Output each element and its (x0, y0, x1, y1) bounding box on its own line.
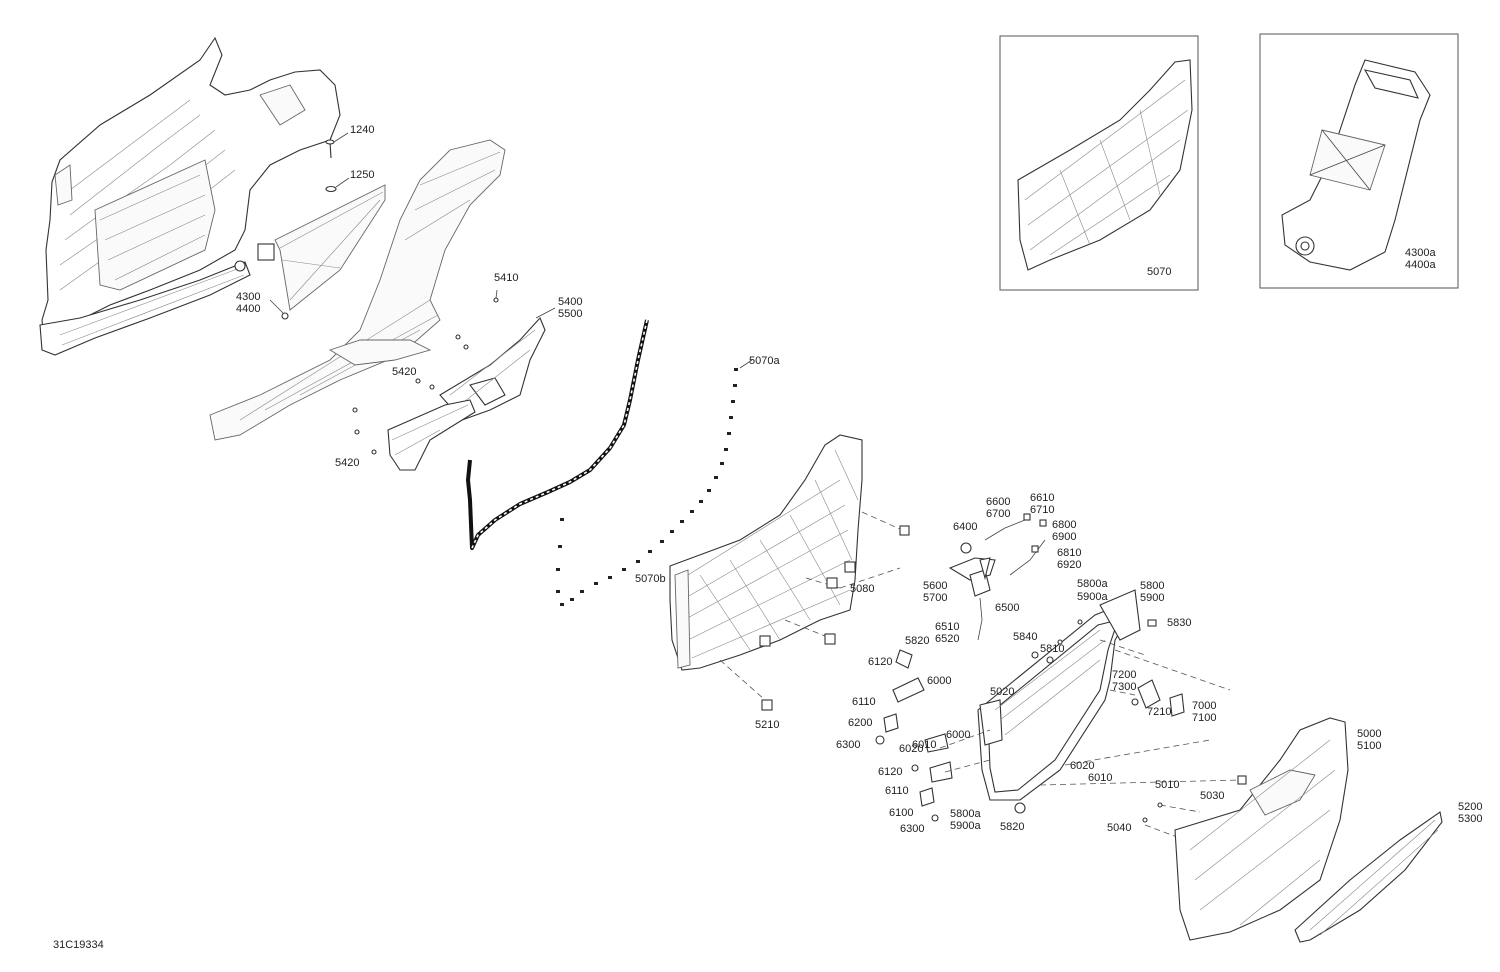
latch-striker-7000 (1031, 619, 1185, 717)
label-5840: 5840 (1013, 631, 1037, 643)
inset-door-panel (999, 35, 1199, 291)
label-5900: 5900 (1140, 592, 1164, 604)
hinge-hardware (875, 649, 1026, 822)
label-5800a-upper: 5800a (1077, 578, 1108, 590)
label-7200: 7200 (1112, 669, 1136, 681)
door-seal (466, 319, 649, 550)
label-6110-upper: 6110 (852, 696, 876, 708)
label-5810: 5810 (1040, 643, 1064, 655)
label-6010-upper: 6010 (912, 739, 936, 751)
label-5420-upper: 5420 (392, 366, 416, 378)
label-5820-lower: 5820 (1000, 821, 1024, 833)
label-5020: 5020 (990, 686, 1014, 698)
label-6800: 6800 (1052, 519, 1076, 531)
label-6020-lower: 6020 (1070, 760, 1094, 772)
label-6500: 6500 (995, 602, 1019, 614)
label-6200: 6200 (848, 717, 872, 729)
label-6510: 6510 (935, 621, 959, 633)
outer-trim-panel (1294, 811, 1443, 943)
assembly-lines-middle (719, 511, 903, 701)
fasteners-middle (759, 525, 910, 711)
label-6600: 6600 (986, 496, 1010, 508)
label-6300-upper: 6300 (836, 739, 860, 751)
label-5600: 5600 (923, 580, 947, 592)
label-5070: 5070 (1147, 266, 1171, 278)
outer-door-panel (1142, 717, 1349, 941)
inset-strap (1259, 33, 1459, 289)
washer-1250 (325, 177, 350, 193)
label-5900a-lower: 5900a (950, 820, 981, 832)
label-1250: 1250 (350, 169, 374, 181)
label-6400: 6400 (953, 521, 977, 533)
label-6810: 6810 (1057, 547, 1081, 559)
seal-clips (556, 359, 753, 606)
label-4300a: 4300a (1405, 247, 1436, 259)
door-frame-background (209, 139, 506, 441)
label-5070a: 5070a (749, 355, 780, 367)
label-4400: 4400 (236, 303, 260, 315)
label-5010: 5010 (1155, 779, 1179, 791)
label-5070b: 5070b (635, 573, 666, 585)
label-5200: 5200 (1458, 801, 1482, 813)
label-6300-lower: 6300 (900, 823, 924, 835)
label-7000: 7000 (1192, 700, 1216, 712)
latch-mechanism (948, 513, 1047, 641)
label-5800a-lower: 5800a (950, 808, 981, 820)
label-7100: 7100 (1192, 712, 1216, 724)
assembly-lines-right (1039, 639, 1241, 841)
label-6520: 6520 (935, 633, 959, 645)
label-4400a: 4400a (1405, 259, 1436, 271)
label-6110-lower: 6110 (885, 785, 909, 797)
side-body-panel (39, 36, 341, 356)
label-5800: 5800 (1140, 580, 1164, 592)
label-6710: 6710 (1030, 504, 1054, 516)
label-4300: 4300 (236, 291, 260, 303)
label-6610: 6610 (1030, 492, 1054, 504)
label-6100: 6100 (889, 807, 913, 819)
label-6920: 6920 (1057, 559, 1081, 571)
label-5820-upper: 5820 (905, 635, 929, 647)
label-5830: 5830 (1167, 617, 1191, 629)
label-7210: 7210 (1147, 706, 1171, 718)
label-6010-lower: 6010 (1088, 772, 1112, 784)
label-6000-upper: 6000 (927, 675, 951, 687)
bracket-5420 (352, 334, 476, 471)
label-5410: 5410 (494, 272, 518, 284)
label-5400: 5400 (558, 296, 582, 308)
label-6700: 6700 (986, 508, 1010, 520)
label-1240: 1240 (350, 124, 374, 136)
diagram-code: 31C19334 (53, 939, 104, 951)
bracket-5400 (439, 289, 556, 421)
door-frame-tube (977, 589, 1141, 801)
label-6900: 6900 (1052, 531, 1076, 543)
part-labels: 1240 1250 4300 4400 5410 5400 5500 5420 … (53, 124, 1482, 951)
label-5420-lower: 5420 (335, 457, 359, 469)
label-7300: 7300 (1112, 681, 1136, 693)
label-5210: 5210 (755, 719, 779, 731)
label-5000: 5000 (1357, 728, 1381, 740)
label-6120-lower: 6120 (878, 766, 902, 778)
label-5900a-upper: 5900a (1077, 591, 1108, 603)
label-5700: 5700 (923, 592, 947, 604)
label-5080: 5080 (850, 583, 874, 595)
label-6000-lower: 6000 (946, 729, 970, 741)
label-5300: 5300 (1458, 813, 1482, 825)
label-5500: 5500 (558, 308, 582, 320)
label-5100: 5100 (1357, 740, 1381, 752)
screw-1240 (325, 132, 349, 159)
label-6020-upper: 6020 (899, 743, 923, 755)
side-net-4300 (234, 184, 386, 320)
label-6120-upper: 6120 (868, 656, 892, 668)
label-5030: 5030 (1200, 790, 1224, 802)
label-5040: 5040 (1107, 822, 1131, 834)
inner-door-panel (669, 434, 863, 671)
